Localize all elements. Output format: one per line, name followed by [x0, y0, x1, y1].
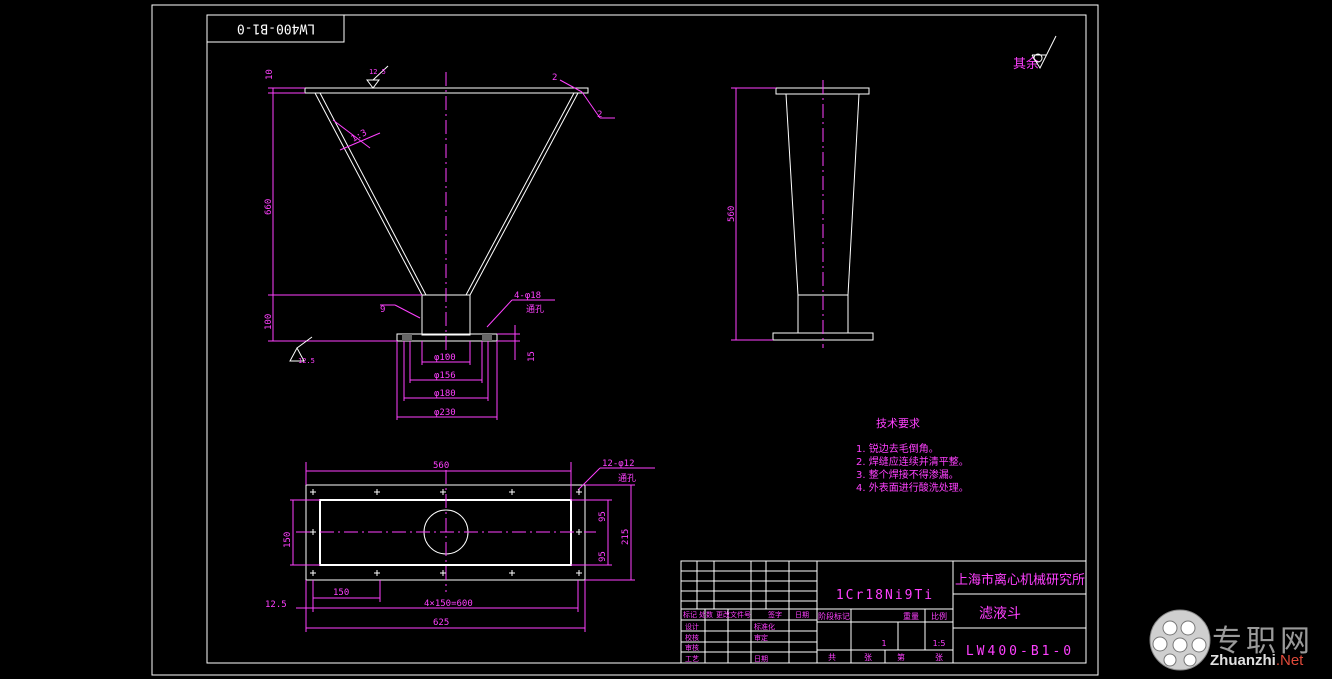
top-stamp: LW400-B1-0	[237, 21, 315, 36]
tech-item-4: 4. 外表面进行酸洗处理。	[856, 481, 969, 494]
dim-d100: φ100	[434, 353, 456, 363]
dim-inner: 150	[283, 532, 293, 548]
dim-pitch: 4×150=600	[424, 599, 473, 609]
tech-requirements: 技术要求 1. 锐边去毛倒角。 2. 焊缝应连续并清平整。 3. 整个焊接不得渗…	[856, 417, 969, 494]
dim-d230: φ230	[434, 408, 456, 418]
top-view	[290, 462, 655, 632]
row-approve: 审定	[754, 633, 768, 642]
dim-bottom: 100	[264, 314, 274, 330]
qty: 1	[881, 639, 886, 648]
dim-150: 150	[333, 588, 349, 598]
title-block-text: 1Cr18Ni9Ti 上海市离心机械研究所 滤液斗 LW400-B1-0 阶段标…	[683, 572, 1085, 663]
watermark-en-b: .Net	[1275, 652, 1304, 669]
dim-edge: 12.5	[265, 600, 287, 610]
row-date: 日期	[754, 655, 768, 663]
dim-d156: φ156	[434, 371, 456, 381]
front-view-labels: 10 660 100 φ100 φ156 φ180 φ230 4-φ18 通孔 …	[264, 68, 602, 418]
top-holes: 12-φ12	[602, 459, 635, 469]
stage-label: 阶段标记	[818, 611, 850, 621]
roughness-symbol	[1031, 35, 1057, 70]
weld-a: 2	[597, 110, 602, 120]
sheet-label: 共	[828, 653, 836, 662]
dim-outer: 215	[621, 529, 631, 545]
outer-border	[151, 4, 1099, 676]
title-block	[680, 560, 1087, 664]
tech-item-2: 2. 焊缝应连续并清平整。	[856, 455, 969, 468]
weight-label: 重量	[903, 611, 919, 621]
tech-title: 技术要求	[876, 417, 920, 430]
dim-d180: φ180	[434, 389, 456, 399]
dim-625: 625	[433, 618, 449, 628]
front-view	[268, 65, 615, 420]
weld-top: 2	[552, 73, 557, 83]
hdr-mark: 标记	[683, 610, 697, 619]
hdr-file: 更改文件号	[716, 610, 751, 619]
row-design: 设计	[685, 622, 699, 631]
dim-560: 560	[433, 461, 449, 471]
weld-b: 9	[380, 305, 385, 315]
row-process: 工艺	[685, 655, 699, 663]
dim-flange: 15	[527, 351, 537, 362]
scale: 1:5	[933, 639, 946, 648]
watermark-en-a: Zhuanzhi	[1210, 652, 1276, 669]
hdr-sign: 签字	[768, 610, 782, 619]
top-view-labels: 560 625 4×150=600 150 12.5 150 215 95 95…	[265, 459, 636, 628]
top-holes-note: 通孔	[618, 473, 636, 484]
side-view	[731, 80, 874, 348]
inner-border	[206, 14, 1087, 664]
holes-note: 通孔	[526, 304, 544, 315]
page-label-b: 张	[935, 653, 943, 662]
watermark-en: Zhuanzhi.Net	[1210, 652, 1303, 669]
watermark-logo	[1149, 609, 1211, 671]
scale-label: 比例	[931, 611, 947, 621]
dim-cone: 660	[264, 199, 274, 215]
watermark-cn: 专职网	[1212, 624, 1314, 659]
roughness-note: 其余	[1013, 56, 1039, 72]
tech-item-1: 1. 锐边去毛倒角。	[856, 442, 939, 455]
roughness-circle	[1033, 53, 1043, 63]
drawing-no: LW400-B1-0	[966, 644, 1074, 659]
hdr-date: 日期	[795, 611, 809, 619]
dim-top: 10	[265, 69, 275, 80]
row-std: 标准化	[754, 622, 775, 631]
side-height: 560	[727, 206, 737, 222]
roughness-a: 12.5	[369, 68, 386, 76]
roughness-b: 12.5	[298, 357, 315, 365]
tech-item-3: 3. 整个焊接不得渗漏。	[856, 468, 959, 481]
company: 上海市离心机械研究所	[955, 572, 1085, 588]
row-check: 校核	[685, 633, 699, 642]
material: 1Cr18Ni9Ti	[836, 588, 934, 603]
dim-half-a: 95	[598, 511, 608, 522]
holes-callout: 4-φ18	[514, 291, 541, 301]
stamp-box	[206, 14, 345, 43]
hdr-count: 处数	[699, 610, 713, 619]
sheet-of-label: 第	[897, 652, 905, 662]
dim-half-b: 95	[598, 551, 608, 562]
part-name: 滤液斗	[979, 606, 1021, 622]
page-label-a: 张	[864, 653, 872, 662]
row-review: 审核	[685, 643, 699, 652]
